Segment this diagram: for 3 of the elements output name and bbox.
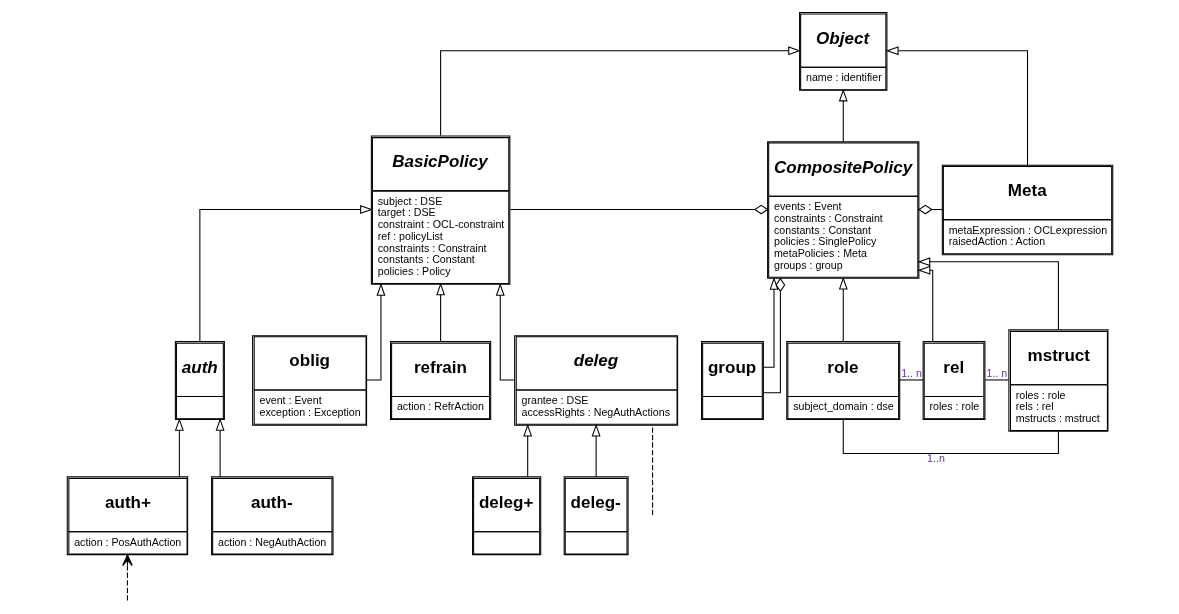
edge-label: 1.. n	[900, 366, 922, 379]
edge-label: 1.. n	[986, 366, 1007, 379]
edge-label: 1..n	[926, 451, 945, 464]
